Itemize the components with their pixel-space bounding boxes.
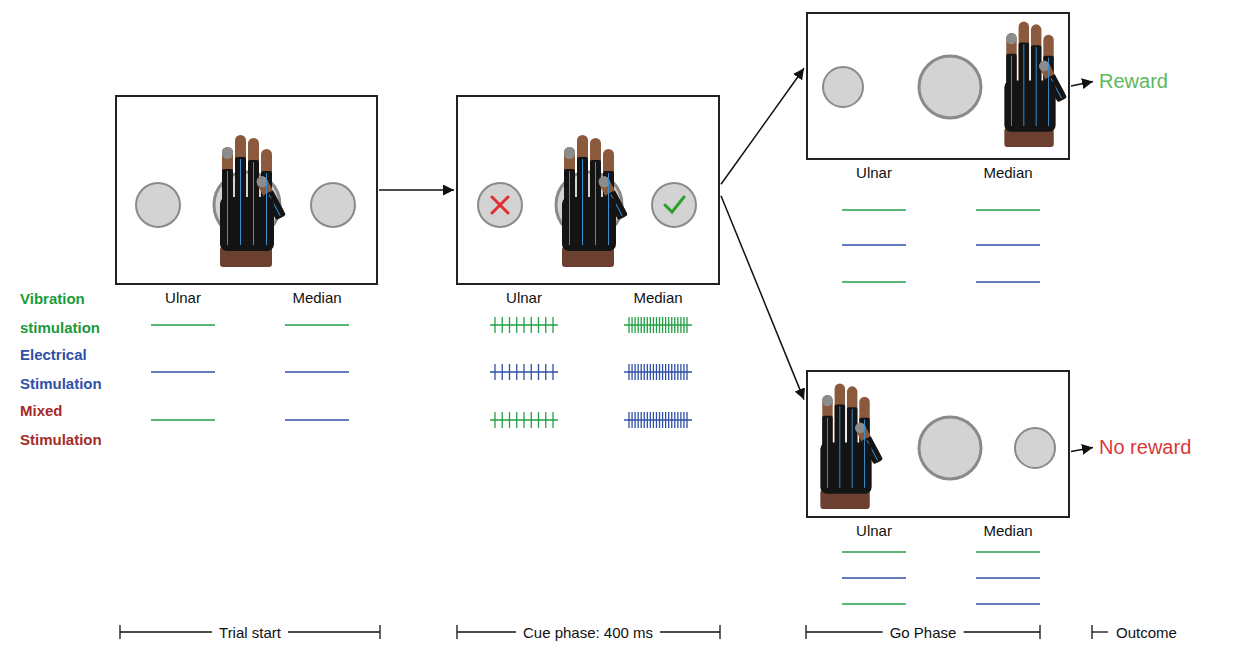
phase-label: Outcome <box>1112 624 1181 641</box>
stimulation-traces <box>490 317 692 428</box>
nerve-label: Ulnar <box>506 289 542 306</box>
target-circle <box>136 183 180 227</box>
nerve-label: Ulnar <box>165 289 201 306</box>
phase-label: Go Phase <box>883 624 964 641</box>
nerve-label: Ulnar <box>856 522 892 539</box>
target-circle <box>919 56 981 118</box>
flow-arrow <box>721 68 804 184</box>
flow-arrow <box>721 196 804 400</box>
phase-label: Trial start <box>212 624 288 641</box>
phase-bracket <box>1092 625 1108 639</box>
flow-arrow <box>1071 448 1093 452</box>
target-circle <box>919 417 981 479</box>
flow-arrow <box>1071 82 1093 87</box>
gloved-hand <box>562 135 628 267</box>
target-circle <box>823 67 863 107</box>
stimulation-traces <box>842 552 1040 604</box>
outcome-label: No reward <box>1095 436 1191 459</box>
outcome-text: No reward <box>1099 436 1191 458</box>
target-circle <box>478 183 522 227</box>
stimulation-traces <box>842 210 1040 282</box>
target-circle <box>311 183 355 227</box>
screen-panel: UlnarMedian <box>456 95 720 285</box>
nerve-label: Median <box>292 289 341 306</box>
target-circle <box>652 183 696 227</box>
stimulation-traces <box>151 325 349 420</box>
stimulation-type: Mixed Stimulation <box>20 396 128 454</box>
outcome-label: Reward <box>1095 70 1168 93</box>
target-circle <box>1015 428 1055 468</box>
nerve-label: Ulnar <box>856 164 892 181</box>
screen-panel: UlnarMedian <box>115 95 378 285</box>
nerve-label: Median <box>983 164 1032 181</box>
flow-arrow <box>379 189 454 191</box>
screen-panel: UlnarMedian <box>806 12 1070 160</box>
screen-panel: UlnarMedian <box>806 370 1070 518</box>
gloved-hand <box>820 384 883 509</box>
outcome-text: Reward <box>1099 70 1168 92</box>
nerve-label: Median <box>633 289 682 306</box>
nerve-label: Median <box>983 522 1032 539</box>
gloved-hand <box>1004 21 1067 146</box>
stimulation-type: Vibration stimulation <box>20 284 128 342</box>
gloved-hand <box>220 135 286 267</box>
stimulation-type: Electrical Stimulation <box>20 340 128 398</box>
phase-label: Cue phase: 400 ms <box>516 624 660 641</box>
